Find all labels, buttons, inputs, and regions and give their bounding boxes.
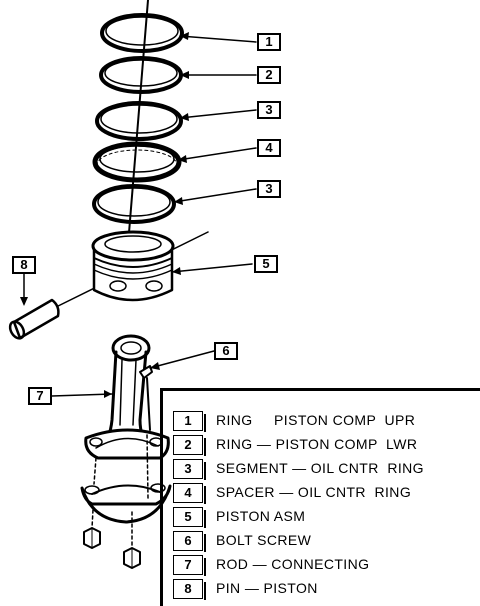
segment-lower-drawing — [92, 184, 176, 224]
legend-number: 4 — [173, 483, 206, 504]
spacer-drawing — [92, 141, 182, 183]
bolt-screw-drawing — [139, 365, 153, 499]
ring-1-drawing — [100, 13, 184, 53]
legend-number: 7 — [173, 555, 206, 576]
callout-segment-b: 3 — [257, 180, 281, 198]
segment-upper-drawing — [95, 101, 183, 141]
piston-pin-drawing — [8, 298, 60, 340]
callout-bolt-screw: 6 — [214, 342, 238, 360]
connecting-rod-drawing — [84, 334, 170, 460]
legend-description: SPACER — OIL CNTR RING — [216, 484, 412, 500]
legend-number: 5 — [173, 507, 206, 528]
legend-number: 8 — [173, 579, 206, 600]
legend-number: 1 — [173, 411, 206, 432]
callout-segment-a: 3 — [257, 101, 281, 119]
piston-drawing — [91, 230, 175, 302]
nut-right-drawing — [123, 511, 141, 569]
legend-number: 2 — [173, 435, 206, 456]
legend-description: BOLT SCREW — [216, 532, 312, 548]
legend-description: RING PISTON COMP UPR — [216, 412, 416, 428]
callout-spacer: 4 — [257, 139, 281, 157]
parts-legend: 1 RING PISTON COMP UPR 2 RING — PISTON C… — [160, 388, 480, 606]
callout-ring-1: 1 — [257, 33, 281, 51]
assembly-axis-line — [127, 0, 149, 246]
legend-description: PIN — PISTON — [216, 580, 318, 596]
legend-description: SEGMENT — OIL CNTR RING — [216, 460, 424, 476]
leader-arrowheads — [20, 32, 189, 398]
callout-piston-asm: 5 — [254, 255, 278, 273]
legend-number: 3 — [173, 459, 206, 480]
nut-left-drawing — [83, 509, 101, 549]
callout-ring-2: 2 — [257, 66, 281, 84]
callout-pin: 8 — [12, 256, 36, 274]
legend-description: RING — PISTON COMP LWR — [216, 436, 418, 452]
legend-description: ROD — CONNECTING — [216, 556, 370, 572]
leader-lines — [23, 35, 257, 397]
legend-description: PISTON ASM — [216, 508, 306, 524]
callout-rod: 7 — [28, 387, 52, 405]
legend-number: 6 — [173, 531, 206, 552]
rod-cap-drawing — [80, 457, 172, 524]
